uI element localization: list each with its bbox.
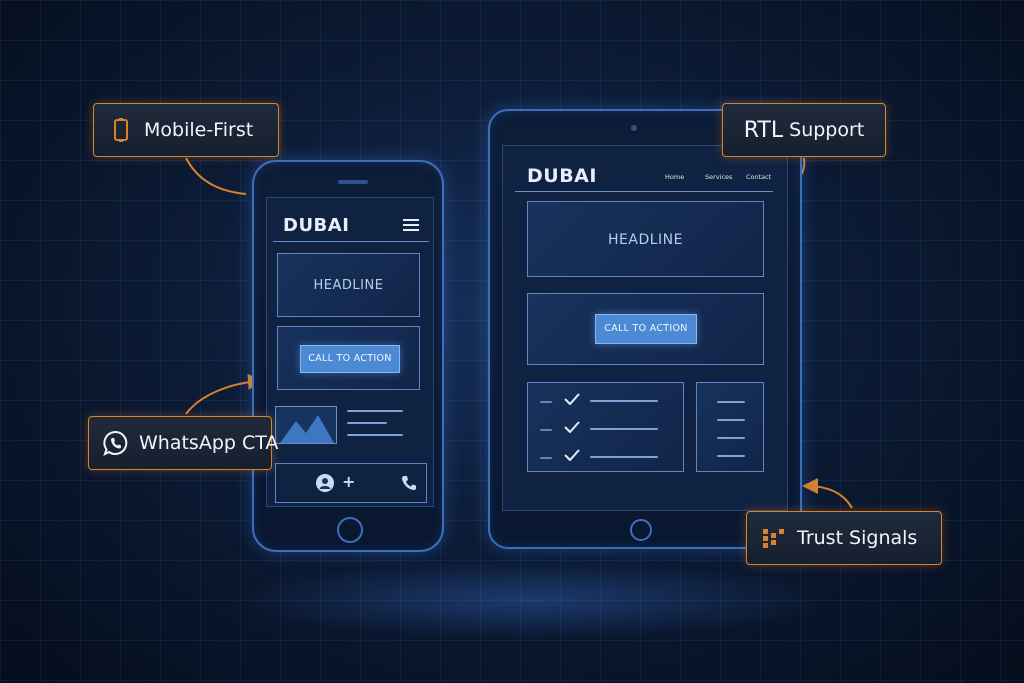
phone-text-line [347, 422, 387, 424]
tablet-cta-block: CALL TO ACTION [527, 293, 764, 365]
whatsapp-cta-callout: WhatsApp CTA [88, 416, 278, 470]
checkmark-icon [564, 449, 580, 461]
phone-logo[interactable]: DUBAI [283, 215, 350, 236]
checklist-line [590, 456, 658, 458]
phone-home-button[interactable] [337, 517, 363, 543]
avatar-icon[interactable] [316, 474, 334, 492]
rtl-support-callout: RTL Support [722, 103, 886, 157]
phone-device: DUBAI HEADLINE CALL TO ACTION + [252, 160, 444, 552]
phone-headline-block: HEADLINE [277, 253, 420, 317]
tablet-logo[interactable]: DUBAI [527, 165, 597, 187]
plus-icon[interactable]: + [342, 472, 356, 491]
whatsapp-cta-label: WhatsApp CTA [139, 432, 279, 454]
checkmark-icon [564, 393, 580, 405]
list-line [717, 401, 745, 403]
whatsapp-icon [103, 431, 128, 456]
list-line [717, 455, 745, 457]
tablet-camera [631, 125, 637, 131]
tablet-checklist [527, 382, 684, 472]
floor-glow [230, 560, 830, 640]
image-placeholder-icon [275, 406, 337, 444]
tablet-headline-text: HEADLINE [608, 232, 683, 248]
phone-cta-block: CALL TO ACTION [277, 326, 420, 390]
phone-text-line [347, 434, 403, 436]
list-line [717, 419, 745, 421]
tablet-headline-block: HEADLINE [527, 201, 764, 277]
list-bullet [540, 401, 552, 403]
phone-icon[interactable] [400, 474, 418, 492]
trust-signals-callout: Trust Signals [746, 511, 942, 565]
checklist-line [590, 428, 658, 430]
nav-services[interactable]: Services [705, 173, 733, 181]
tablet-device: DUBAI Home Services Contact HEADLINE CAL… [488, 109, 802, 549]
tablet-header: DUBAI Home Services Contact [515, 156, 773, 192]
trust-blocks-icon [763, 529, 784, 548]
mobile-first-label: Mobile-First [144, 119, 254, 141]
tablet-screen: DUBAI Home Services Contact HEADLINE CAL… [502, 145, 788, 511]
trust-signals-label: Trust Signals [797, 527, 918, 549]
phone-cta-button[interactable]: CALL TO ACTION [300, 345, 400, 373]
phone-screen: DUBAI HEADLINE CALL TO ACTION + [266, 197, 434, 507]
checkmark-icon [564, 421, 580, 433]
list-bullet [540, 457, 552, 459]
list-bullet [540, 429, 552, 431]
list-line [717, 437, 745, 439]
phone-bottom-bar: + [275, 463, 427, 503]
list-icon [696, 382, 764, 472]
checklist-line [590, 400, 658, 402]
rtl-label-strong: RTL [743, 117, 784, 143]
rtl-label-rest: Support [789, 119, 865, 141]
phone-headline-text: HEADLINE [313, 278, 384, 293]
hamburger-menu-icon[interactable] [403, 219, 419, 231]
mobile-first-callout: Mobile-First [93, 103, 279, 157]
tablet-cta-button[interactable]: CALL TO ACTION [595, 314, 697, 344]
smartphone-icon [114, 118, 128, 142]
nav-home[interactable]: Home [665, 173, 685, 181]
phone-speaker [338, 180, 368, 184]
phone-header: DUBAI [273, 206, 429, 242]
phone-text-line [347, 410, 403, 412]
nav-contact[interactable]: Contact [746, 173, 772, 181]
tablet-home-button[interactable] [630, 519, 652, 541]
